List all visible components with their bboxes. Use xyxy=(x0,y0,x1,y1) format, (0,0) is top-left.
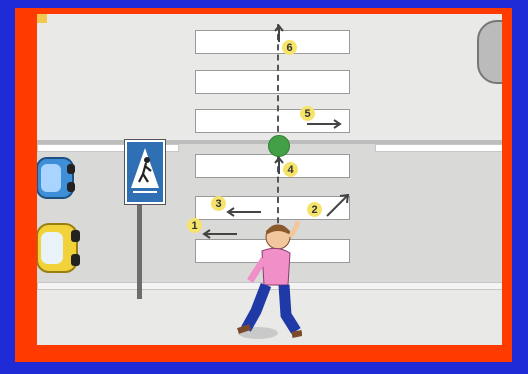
corner-mark xyxy=(37,14,47,23)
pedestrian-crossing-sign xyxy=(125,140,165,204)
arrow-icon xyxy=(325,192,351,218)
pedestrian-crossing-sign-icon xyxy=(127,142,163,202)
path-midpoint-dot xyxy=(268,135,290,157)
crosswalk-scene: 1 2 3 4 5 6 xyxy=(37,14,502,345)
arrow-icon xyxy=(273,24,285,42)
arrow-icon xyxy=(225,206,261,218)
car-icon xyxy=(37,154,77,202)
marker-number-3: 3 xyxy=(211,196,226,211)
road-edge-object xyxy=(477,20,502,84)
marker-number-5: 5 xyxy=(300,106,315,121)
pedestrian-icon xyxy=(232,219,302,344)
arrow-icon xyxy=(307,118,343,130)
crosswalk-stripe xyxy=(195,70,350,94)
marker-number-4: 4 xyxy=(283,162,298,177)
lane-line-right xyxy=(375,144,502,152)
marker-number-2: 2 xyxy=(307,202,322,217)
picture-frame: 1 2 3 4 5 6 xyxy=(15,8,512,362)
marker-number-6: 6 xyxy=(282,40,297,55)
marker-number-1: 1 xyxy=(187,218,202,233)
car-icon xyxy=(37,220,83,276)
sign-post xyxy=(137,204,142,299)
